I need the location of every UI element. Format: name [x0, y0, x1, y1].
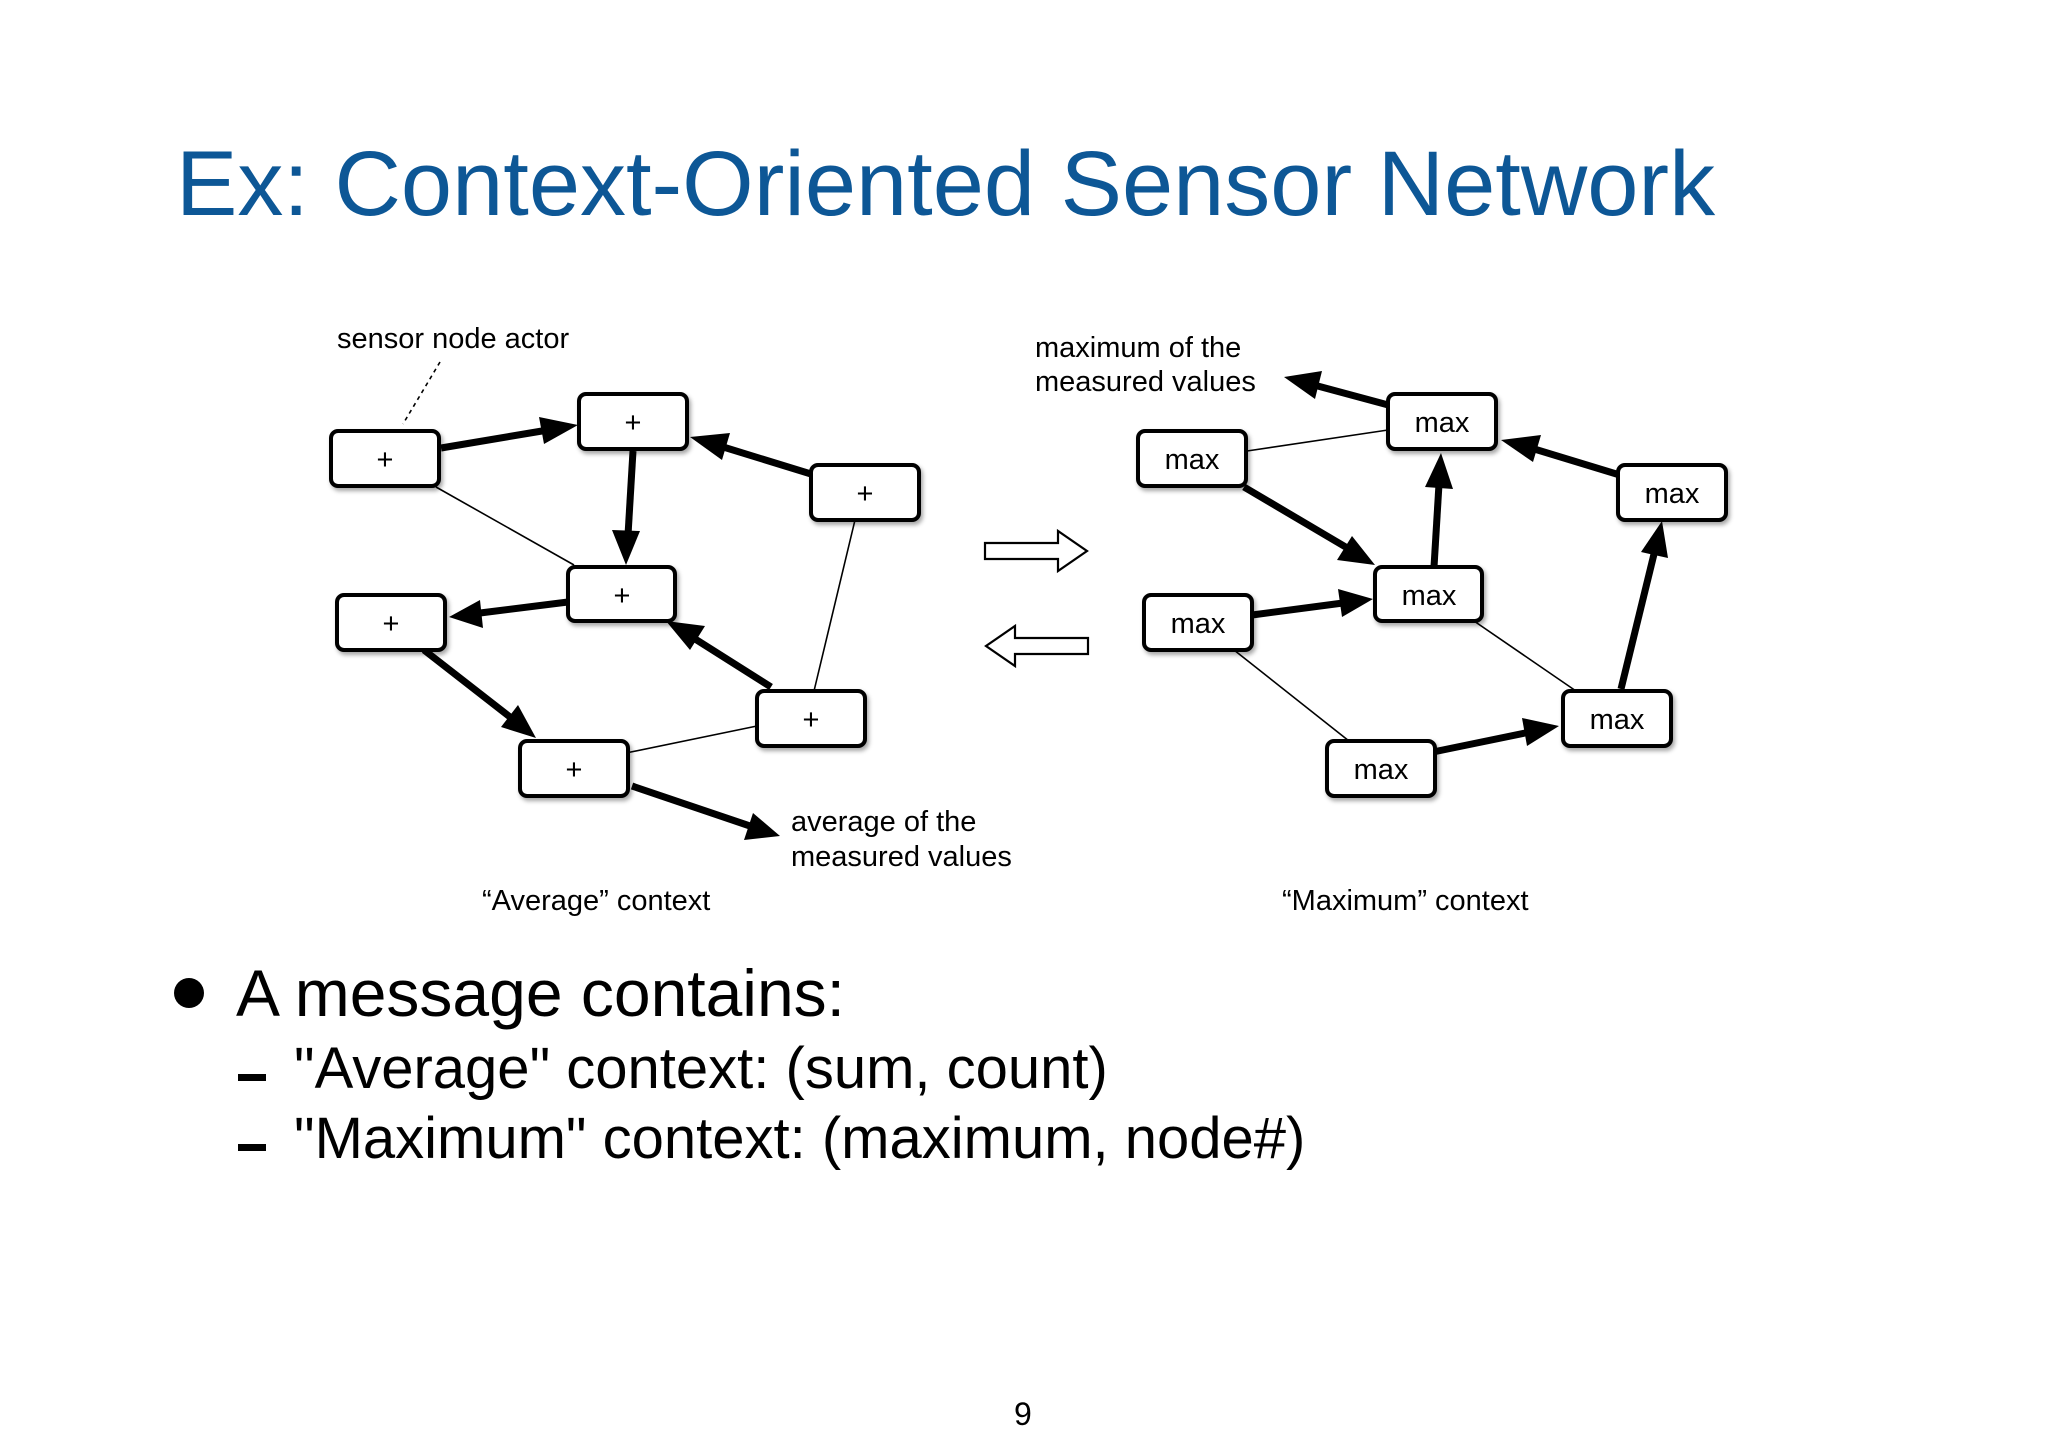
edge-m1-to-m4 — [1242, 483, 1351, 553]
sensor-node: + — [577, 392, 689, 451]
node-label: + — [566, 754, 583, 786]
switch-to-average-arrow — [984, 623, 1090, 669]
sensor-node: + — [518, 739, 630, 798]
edge-m3-to-m2 — [1529, 444, 1625, 480]
sub-bullet-dash — [238, 1144, 266, 1151]
arrowhead — [612, 530, 640, 565]
sensor-node-annotation: sensor node actor — [337, 323, 569, 355]
average-output-annotation-line2: measured values — [791, 841, 1012, 873]
arrowhead — [666, 621, 705, 650]
sensor-node: + — [335, 593, 447, 652]
edge-a4-to-a7 — [421, 647, 513, 720]
bullet-dot — [174, 978, 204, 1008]
edge-m2-to-output — [1313, 381, 1393, 410]
arrowhead — [1425, 453, 1453, 489]
edge-a6-to-a5 — [690, 634, 773, 690]
slide-title: Ex: Context-Oriented Sensor Network — [176, 133, 1716, 235]
node-label: max — [1402, 580, 1457, 612]
edge-m4-to-m2 — [1430, 483, 1443, 568]
arrowhead — [1338, 589, 1373, 617]
sub-bullet-dash — [238, 1074, 266, 1081]
edge-m4-m6 — [1473, 620, 1577, 692]
average-output-annotation-line1: average of the — [791, 806, 976, 838]
edge-m6-to-m3 — [1617, 549, 1659, 690]
maximum-context-caption: “Maximum” context — [1282, 885, 1529, 917]
sensor-node: + — [566, 565, 677, 623]
sensor-node: max — [1616, 463, 1728, 522]
edge-a2-to-a5 — [624, 450, 637, 536]
average-context-caption: “Average” context — [482, 885, 710, 917]
sensor-node: max — [1142, 593, 1254, 652]
node-label: max — [1354, 754, 1409, 786]
edge-a3-a6 — [813, 519, 856, 692]
arrowhead — [1284, 371, 1322, 399]
sensor-node: max — [1325, 739, 1437, 798]
sensor-node: max — [1386, 392, 1498, 451]
sensor-node: max — [1561, 689, 1673, 748]
sensor-annotation-pointer — [402, 361, 441, 425]
arrowhead — [690, 433, 730, 460]
edge-a7-to-output — [630, 782, 752, 830]
arrowhead — [501, 705, 536, 738]
node-label: + — [614, 580, 631, 612]
sensor-node: max — [1136, 429, 1248, 488]
sensor-node: + — [329, 429, 441, 488]
arrowhead — [1641, 521, 1668, 558]
edge-m7-to-m6 — [1432, 728, 1531, 756]
arrowhead — [1522, 718, 1559, 746]
node-label: + — [857, 478, 874, 510]
page-number: 9 — [1014, 1396, 1032, 1432]
node-label: max — [1645, 478, 1700, 510]
bullet-main: A message contains: — [236, 956, 846, 1030]
node-label: + — [377, 444, 394, 476]
arrowhead — [744, 813, 780, 840]
node-label: max — [1590, 704, 1645, 736]
sensor-node: + — [755, 689, 867, 748]
sensor-node: + — [809, 463, 921, 522]
arrowhead — [539, 417, 578, 444]
edge-a3-to-a2 — [718, 442, 813, 478]
edge-a7-a6 — [625, 725, 758, 754]
node-label: + — [383, 608, 400, 640]
maximum-output-annotation-line1: maximum of the — [1035, 332, 1241, 364]
edge-a5-to-a4 — [479, 598, 569, 617]
edge-m5-to-m4 — [1251, 599, 1344, 619]
node-label: + — [803, 704, 820, 736]
sub-bullet-average: "Average" context: (sum, count) — [294, 1036, 1108, 1101]
arrowhead — [1337, 536, 1375, 565]
edge-m1-m2 — [1246, 429, 1389, 452]
maximum-context-graph: max max max max max max max maximum of t… — [1035, 332, 1728, 917]
node-label: max — [1415, 407, 1470, 439]
edge-a1-a5 — [435, 486, 575, 566]
arrowhead — [449, 600, 483, 628]
edge-a1-to-a2 — [440, 426, 549, 452]
edge-m5-m7 — [1233, 649, 1350, 742]
switch-to-maximum-arrow — [983, 528, 1089, 574]
node-label: + — [625, 407, 642, 439]
arrowhead — [1501, 435, 1541, 462]
node-label: max — [1171, 608, 1226, 640]
average-context-graph: + + + + + + + sensor node actor average … — [329, 323, 1012, 917]
maximum-output-annotation-line2: measured values — [1035, 366, 1256, 398]
sub-bullet-maximum: "Maximum" context: (maximum, node#) — [294, 1106, 1306, 1171]
sensor-node: max — [1373, 565, 1484, 623]
node-label: max — [1165, 444, 1220, 476]
